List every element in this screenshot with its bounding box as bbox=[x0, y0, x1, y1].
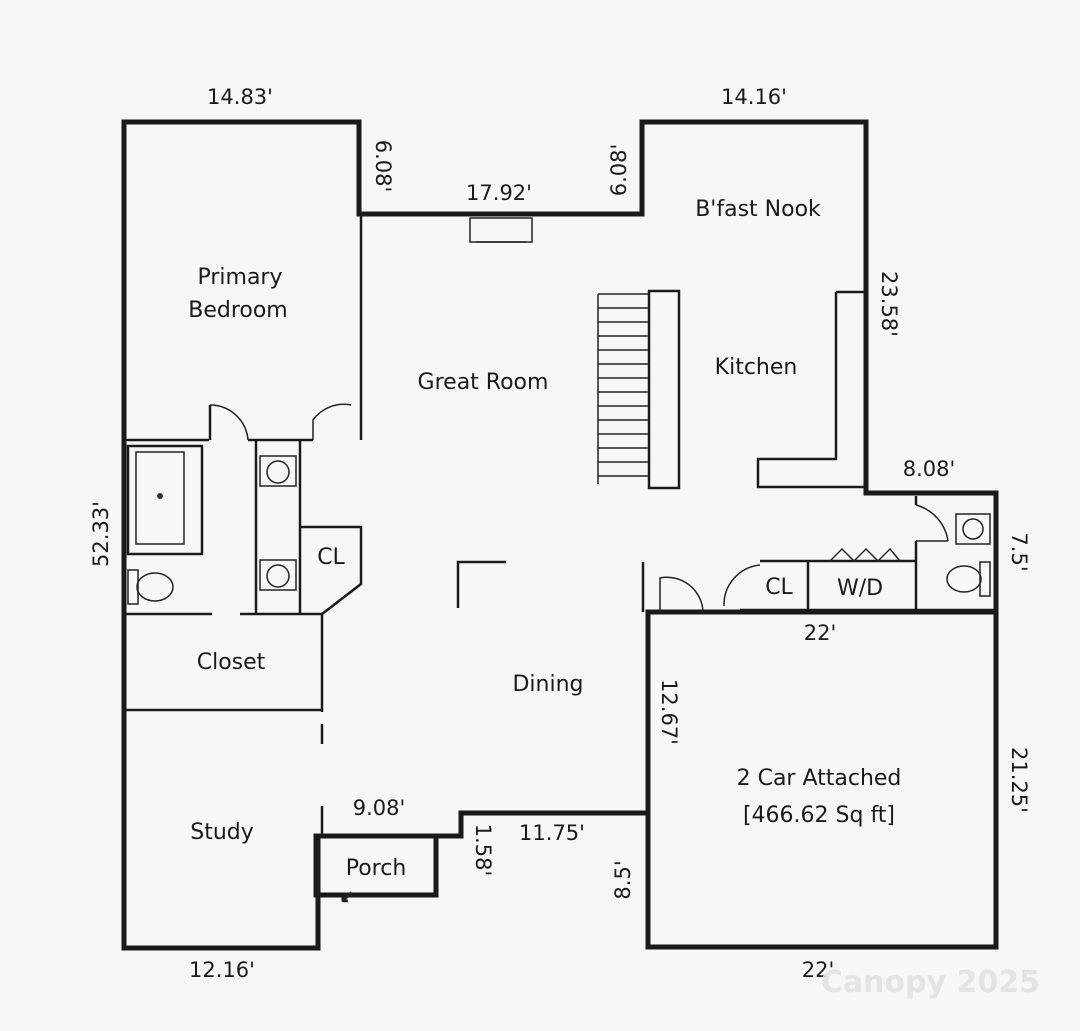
room-label-closet-small: CL bbox=[317, 545, 345, 570]
dim-porch-top-width: 9.08' bbox=[353, 796, 406, 820]
room-label-garage-area: [466.62 Sq ft] bbox=[743, 803, 895, 828]
room-label-primary-bedroom: Primary bbox=[197, 265, 282, 290]
dim-garage-top-width: 22' bbox=[804, 621, 837, 645]
exterior-walls bbox=[121, 119, 999, 951]
room-label-primary-bedroom: Bedroom bbox=[188, 298, 288, 323]
dim-left-overall-depth: 52.33' bbox=[89, 501, 113, 567]
room-label-closet-laundry: CL bbox=[765, 575, 793, 600]
sink-icon bbox=[259, 455, 297, 487]
dim-bath-right-depth: 7.5' bbox=[1007, 532, 1031, 571]
room-label-study: Study bbox=[190, 820, 254, 845]
sink-icon bbox=[955, 513, 991, 545]
dim-garage-right-depth: 21.25' bbox=[1007, 747, 1031, 813]
room-labels: Primary Bedroom Great Room B'fast Nook K… bbox=[188, 197, 901, 881]
dim-right-upper-depth: 23.58' bbox=[877, 271, 901, 337]
dim-front-wall-width: 11.75' bbox=[519, 821, 585, 845]
bath-fixtures bbox=[126, 444, 991, 605]
sink-icon bbox=[259, 559, 297, 591]
room-label-bfast-nook: B'fast Nook bbox=[695, 197, 821, 222]
dim-recess-width: 17.92' bbox=[466, 181, 532, 205]
dimension-labels: 14.83' 14.16' 6.08' 6.08' 17.92' 23.58' … bbox=[89, 85, 1031, 982]
doors bbox=[209, 403, 949, 613]
dim-porch-side-depth: 1.58' bbox=[471, 824, 495, 877]
dim-garage-left-depth: 12.67' bbox=[657, 679, 681, 745]
watermark: Canopy 2025 bbox=[821, 965, 1040, 1000]
staircase bbox=[597, 289, 681, 490]
room-label-porch: Porch bbox=[346, 856, 407, 881]
toilet-icon bbox=[127, 569, 174, 605]
room-label-kitchen: Kitchen bbox=[715, 355, 798, 380]
room-label-dining: Dining bbox=[512, 672, 583, 697]
shower bbox=[126, 444, 204, 556]
fireplace bbox=[469, 217, 533, 243]
room-label-laundry: W/D bbox=[837, 576, 883, 601]
dim-recess-right-depth: 6.08' bbox=[607, 144, 631, 197]
dim-recess-left-depth: 6.08' bbox=[371, 140, 395, 193]
dim-garage-bottom-width: 22' bbox=[802, 958, 835, 982]
dim-study-bottom-width: 12.16' bbox=[189, 958, 255, 982]
dim-top-right-width: 14.16' bbox=[721, 85, 787, 109]
toilet-icon bbox=[946, 561, 991, 597]
room-label-garage: 2 Car Attached bbox=[737, 766, 902, 791]
entry-arrow-icon: ↙ bbox=[340, 887, 353, 906]
interior-walls bbox=[124, 216, 996, 836]
room-label-great-room: Great Room bbox=[418, 370, 549, 395]
dim-garage-front-offset: 8.5' bbox=[611, 860, 635, 899]
room-label-closet: Closet bbox=[197, 650, 266, 675]
dim-step-width: 8.08' bbox=[903, 457, 956, 481]
dim-top-left-width: 14.83' bbox=[207, 85, 273, 109]
